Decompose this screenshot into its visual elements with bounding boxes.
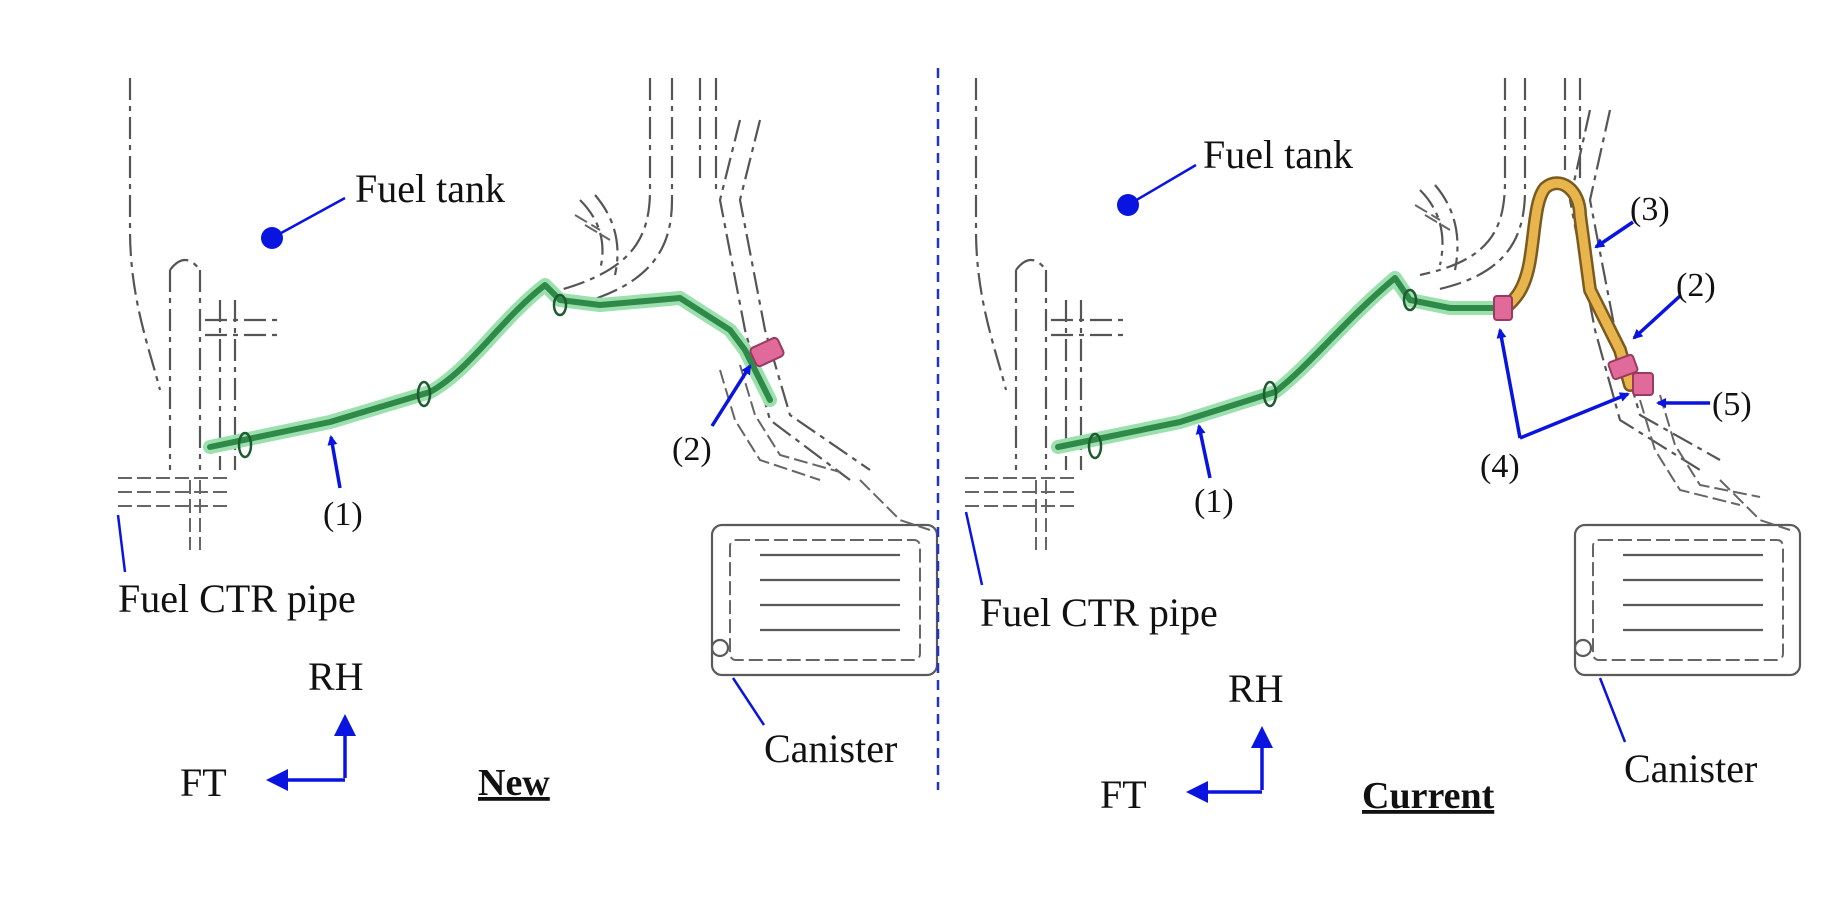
callout-4: (4) — [1480, 448, 1520, 485]
direction-rh-label: RH — [308, 654, 364, 699]
clip-2-current — [1607, 353, 1639, 381]
new-hose-1 — [203, 278, 777, 459]
fuel-tank-label: Fuel tank — [1203, 132, 1353, 177]
callout-1: (1) — [323, 496, 363, 533]
direction-ft-label: FT — [180, 760, 227, 805]
fuel-ctr-pipe-label: Fuel CTR pipe — [980, 590, 1218, 635]
canister-label: Canister — [1624, 746, 1757, 791]
fuel-tank-label: Fuel tank — [355, 166, 505, 211]
callout-2: (2) — [1676, 267, 1716, 304]
panel-title-new: New — [478, 762, 550, 804]
clip-4-lower — [1632, 372, 1654, 396]
clip-4-upper — [1493, 295, 1513, 321]
callout-3: (3) — [1630, 191, 1670, 228]
callout-5: (5) — [1712, 386, 1752, 423]
canister-label: Canister — [764, 726, 897, 771]
callout-1: (1) — [1194, 483, 1234, 520]
panel-title-current: Current — [1362, 775, 1495, 817]
callout-2: (2) — [672, 431, 712, 468]
vehicle-outline-new — [118, 78, 939, 677]
panel-new: Fuel tank Fuel CTR pipe (1) (2) Canister… — [116, 78, 939, 805]
current-hose-1 — [1051, 271, 1507, 460]
vehicle-outline-current — [965, 78, 1802, 677]
direction-rh-label: RH — [1228, 666, 1284, 711]
clip-2-new — [749, 336, 785, 368]
direction-indicator: RH FT — [180, 654, 364, 805]
panel-current: Fuel tank Fuel CTR pipe (1) (3) (2) (5) … — [964, 78, 1802, 817]
direction-ft-label: FT — [1100, 772, 1147, 817]
fuel-ctr-pipe-label: Fuel CTR pipe — [118, 576, 356, 621]
direction-indicator: RH FT — [1100, 666, 1284, 817]
